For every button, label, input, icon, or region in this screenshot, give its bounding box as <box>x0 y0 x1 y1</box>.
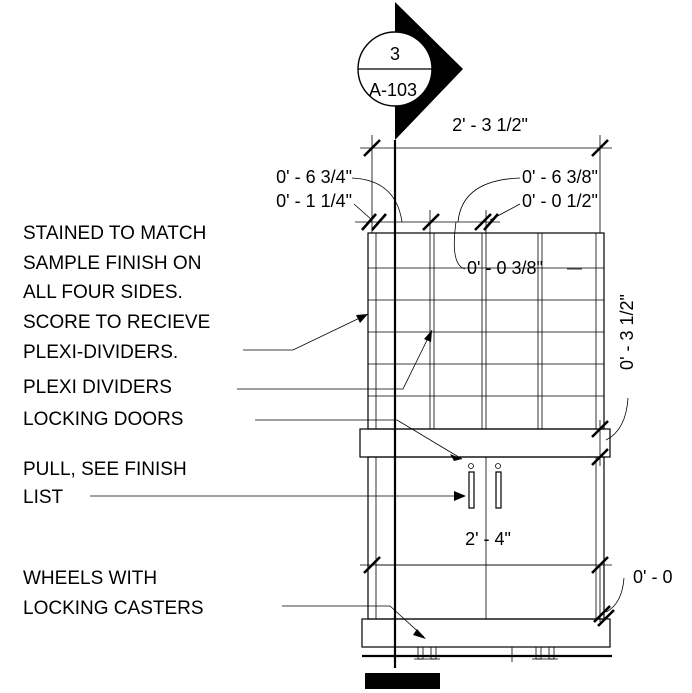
dimension-tick <box>591 448 609 466</box>
leader-line <box>353 203 373 221</box>
note-doors: LOCKING DOORS <box>23 409 183 430</box>
note-stained-line: PLEXI-DIVIDERS. <box>23 342 178 363</box>
leader-line <box>605 577 625 613</box>
note-stained-line: STAINED TO MATCH <box>23 223 206 244</box>
note-pull-line: LIST <box>23 487 64 508</box>
section-marker: 3 A-103 <box>357 2 463 140</box>
note-wheels-line: WHEELS WITH <box>23 568 157 589</box>
leader-arrowhead-icon <box>450 454 462 461</box>
note-pull-line: PULL, SEE FINISH <box>23 459 187 480</box>
note-stained: STAINED TO MATCH SAMPLE FINISH ON ALL FO… <box>23 223 210 363</box>
dimension-tick <box>371 213 387 231</box>
leader-line <box>457 177 521 223</box>
caster-icon <box>532 646 558 660</box>
leader-line <box>453 221 466 270</box>
dim-base-offset: 0' - 0 <box>633 567 672 587</box>
dim-right-offset-bottom: 0' - 0 1/2" <box>522 191 598 211</box>
section-marker-number: 3 <box>390 44 400 64</box>
door-lock-icon <box>468 463 474 469</box>
leader-line <box>351 177 403 223</box>
dim-band-height: 0' - 3 1/2" <box>617 294 637 370</box>
note-plexi: PLEXI DIVIDERS <box>23 377 172 398</box>
dimension-tick <box>591 139 609 157</box>
note-stained-line: ALL FOUR SIDES. <box>23 282 183 303</box>
leader-arrowhead-icon <box>413 629 426 639</box>
note-plexi-text: PLEXI DIVIDERS <box>23 377 172 398</box>
dimension-tick <box>363 556 381 574</box>
dimension-lines <box>351 135 629 627</box>
door-pull-icon <box>495 471 502 509</box>
dim-middle-gap: 0' - 0 3/8" <box>467 258 543 278</box>
door-lock-icon <box>495 463 501 469</box>
caster-icon <box>414 646 440 660</box>
note-leaders <box>90 313 466 639</box>
dim-right-offset-top: 0' - 6 3/8" <box>522 167 598 187</box>
dim-left-offset-bottom: 0' - 1 1/4" <box>276 191 352 211</box>
leader-arrowhead-icon <box>424 330 432 342</box>
leader-line <box>489 203 521 221</box>
section-cut-end-bar <box>365 673 440 689</box>
dimension-tick <box>363 139 381 157</box>
middle-band <box>359 428 611 458</box>
cabinet-base <box>361 618 611 648</box>
dimension-tick <box>361 213 377 231</box>
dimension-tick <box>597 609 615 627</box>
dimension-tick <box>593 605 611 623</box>
note-wheels-line: LOCKING CASTERS <box>23 598 204 619</box>
dimension-tick <box>591 420 609 438</box>
leader-line <box>237 329 433 390</box>
leader-arrowhead-icon <box>454 491 466 501</box>
note-wheels: WHEELS WITH LOCKING CASTERS <box>23 568 204 619</box>
dim-lower-height: 2' - 4" <box>465 529 511 549</box>
dim-overall-width: 2' - 3 1/2" <box>452 115 528 135</box>
note-stained-line: SAMPLE FINISH ON <box>23 253 201 274</box>
door-pull-icon <box>468 471 475 509</box>
dimension-tick <box>474 213 492 231</box>
leader-line <box>243 313 369 351</box>
cabinet <box>359 232 612 662</box>
dimension-tick <box>422 213 440 231</box>
leader-line <box>282 605 425 638</box>
note-doors-text: LOCKING DOORS <box>23 409 183 430</box>
dim-left-offset-top: 0' - 6 3/4" <box>276 167 352 187</box>
leader-arrowhead-icon <box>356 314 368 323</box>
note-pull: PULL, SEE FINISH LIST <box>23 459 187 508</box>
section-marker-sheet: A-103 <box>369 80 417 100</box>
note-stained-line: SCORE TO RECIEVE <box>23 312 210 333</box>
leader-line <box>605 397 629 441</box>
leader-line <box>255 419 463 460</box>
